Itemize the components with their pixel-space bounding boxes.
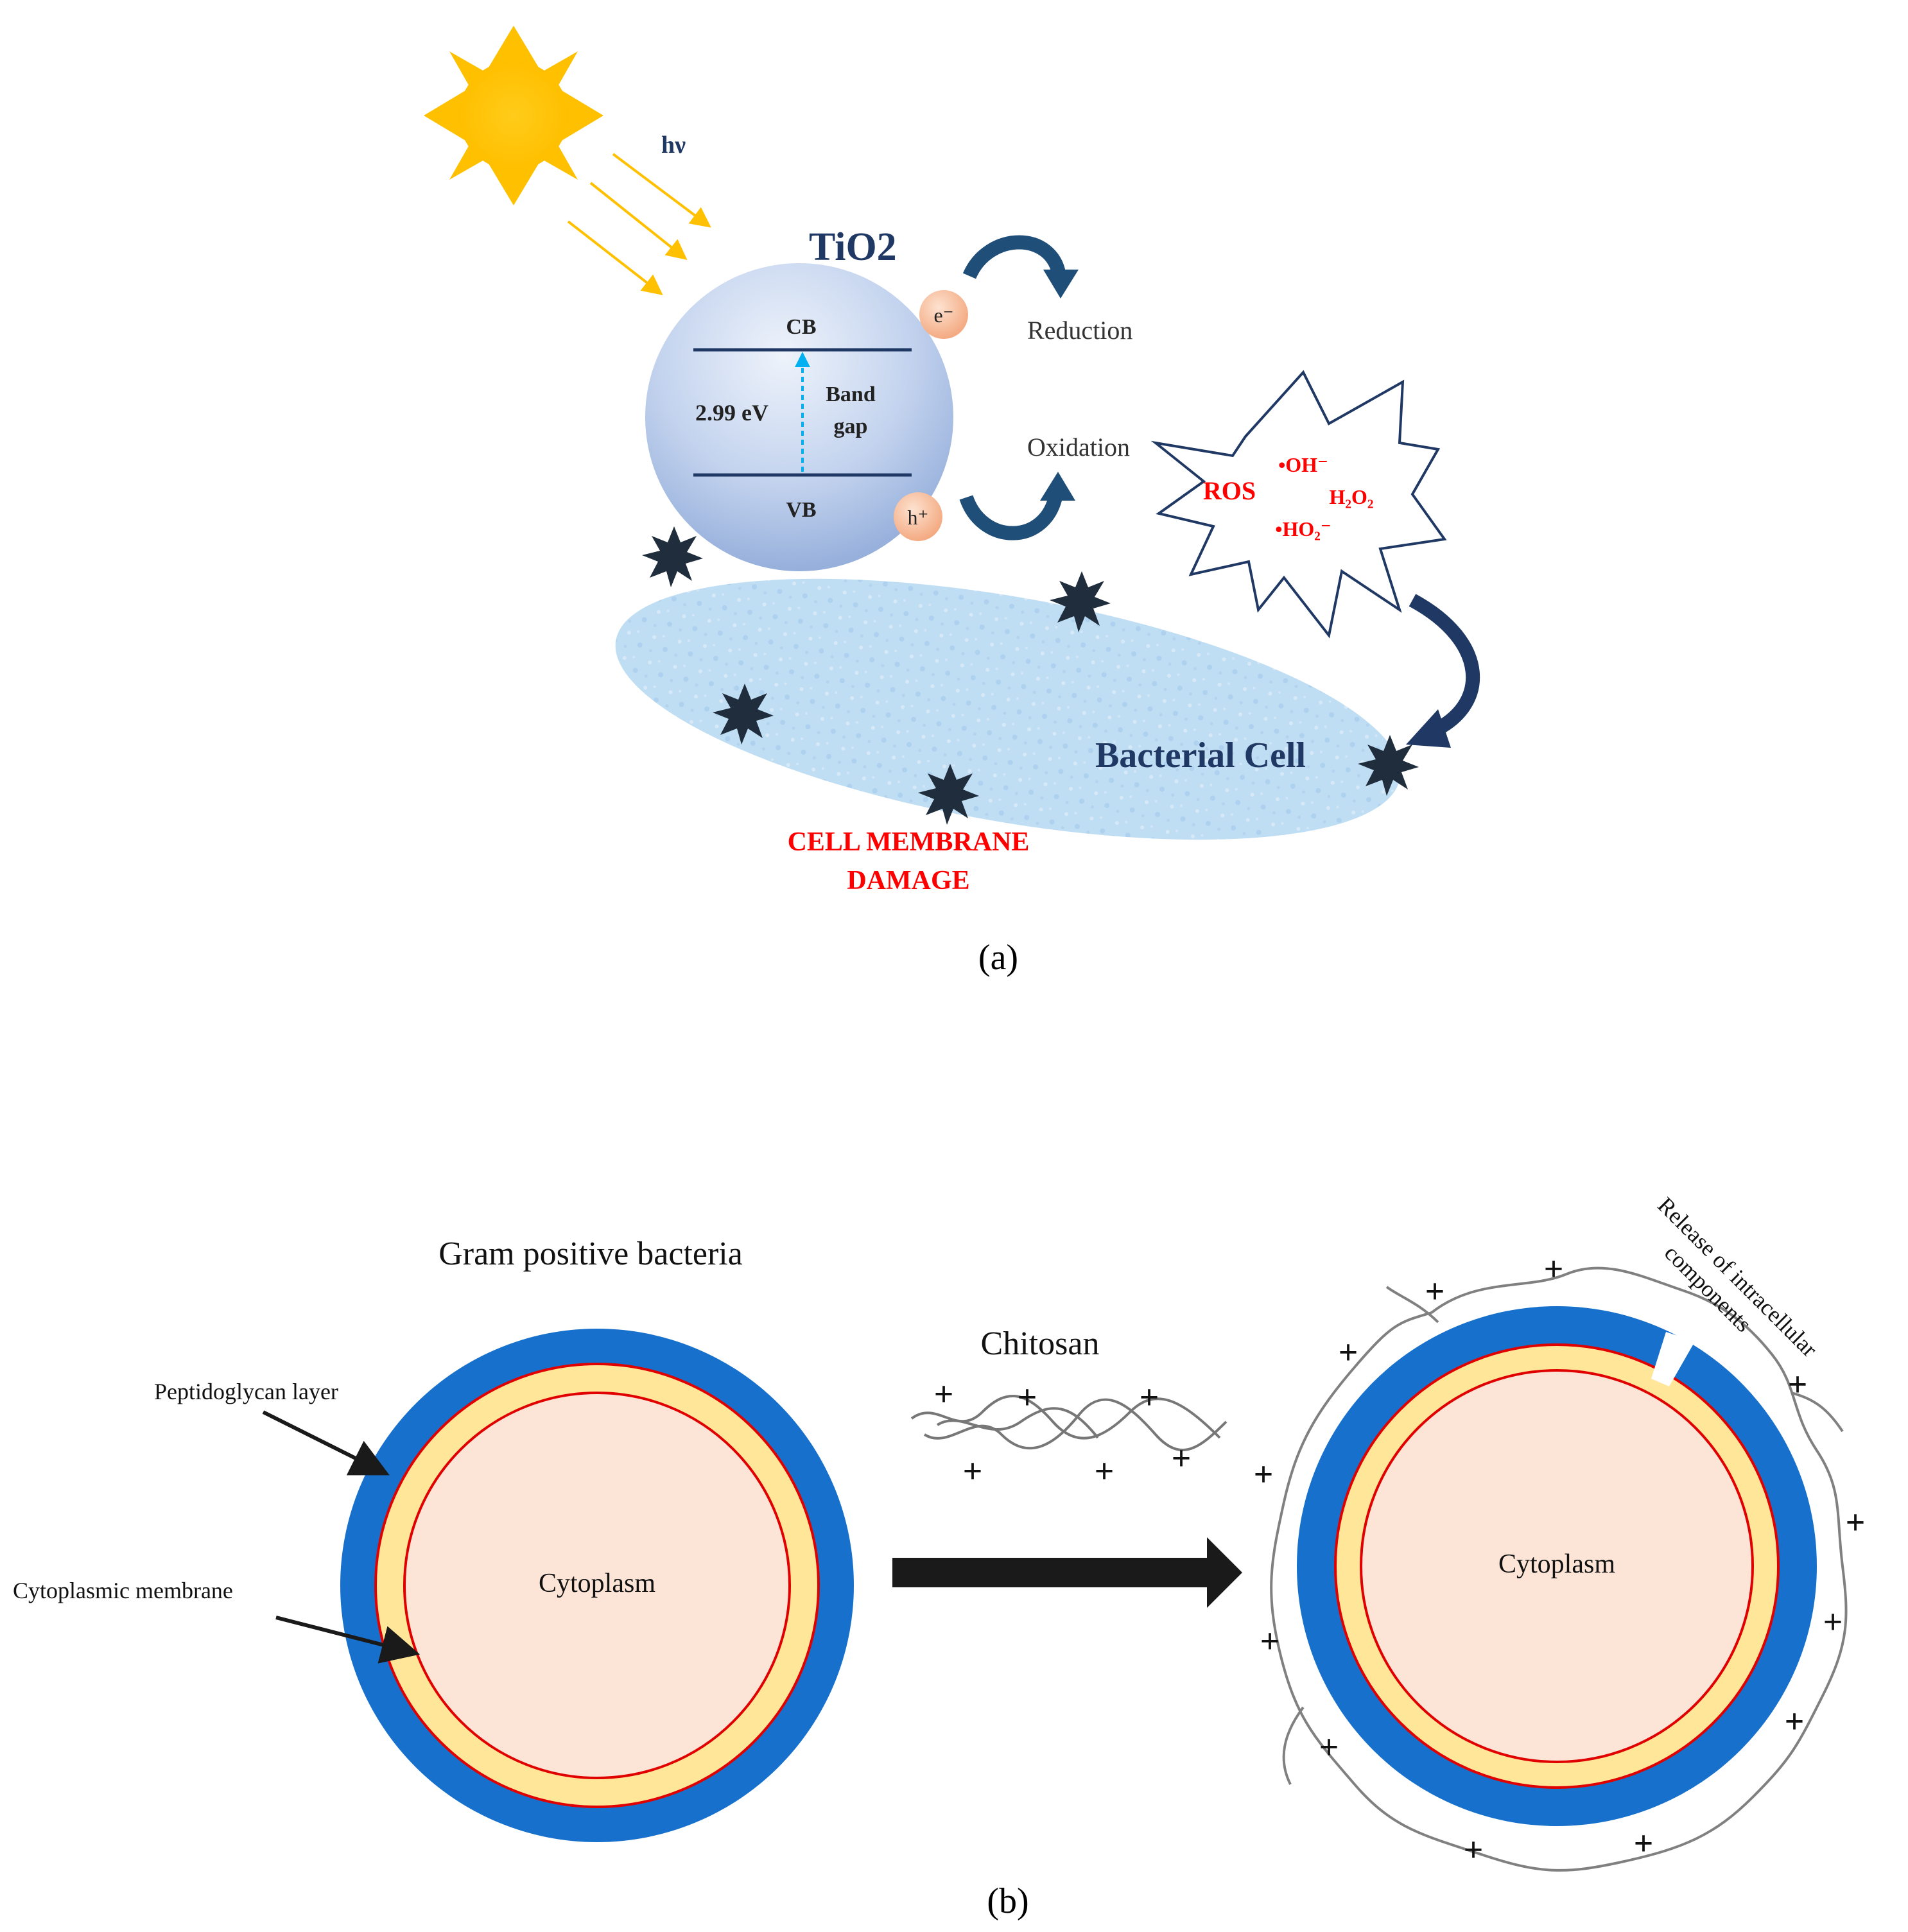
reduction-label: Reduction [1027, 316, 1132, 345]
reduction-arrow [962, 235, 1079, 298]
oxidation-arrow [959, 472, 1075, 540]
chitosan-polymer [910, 1395, 1227, 1451]
sun-icon [424, 26, 603, 205]
plus-icon: + [1095, 1452, 1114, 1490]
caption-a: (a) [978, 938, 1018, 978]
plus-icon: + [1172, 1439, 1192, 1478]
plus-icon: + [1254, 1455, 1274, 1494]
band-gap-line1: Band [826, 383, 876, 406]
particle-label: TiO2 [809, 225, 897, 269]
membrane-rupture [1651, 1332, 1695, 1386]
plus-icon: + [934, 1375, 954, 1413]
band-gap-line2: gap [834, 415, 868, 438]
plus-icon: + [963, 1452, 983, 1490]
process-arrow [892, 1537, 1242, 1608]
vb-label: VB [786, 498, 816, 522]
plus-icon: + [1544, 1250, 1564, 1288]
oxidation-label: Oxidation [1027, 433, 1130, 461]
peptidoglycan-pointer [262, 1410, 390, 1476]
light-rays [567, 153, 711, 295]
peptidoglycan-label: Peptidoglycan layer [154, 1379, 338, 1404]
chitosan-coating [1270, 1266, 1848, 1872]
damage-star-icon [918, 764, 979, 825]
cytoplasm-left-label: Cytoplasm [539, 1569, 655, 1598]
hole-label: h⁺ [908, 506, 929, 529]
damage-star-icon [1358, 735, 1419, 796]
plus-icon: + [1785, 1702, 1805, 1741]
membrane-pointer [275, 1616, 421, 1664]
ros-burst [1150, 370, 1447, 639]
membrane-label: Cytoplasmic membrane [13, 1578, 233, 1603]
ros-oh: •OH⁻ [1278, 453, 1328, 476]
damage-line1: CELL MEMBRANE [788, 827, 1030, 857]
ros-ho2: •HO₂⁻ [1275, 517, 1331, 540]
damage-marks [642, 526, 1419, 825]
panel-b-title: Gram positive bacteria [438, 1236, 743, 1272]
plus-icon: + [1464, 1831, 1484, 1869]
damage-star-icon [642, 526, 703, 587]
plus-icon: + [1319, 1728, 1339, 1766]
plus-icon: + [1788, 1365, 1808, 1404]
electron-icon [919, 290, 968, 339]
plus-icon: + [1339, 1333, 1358, 1372]
plus-icon: + [1260, 1622, 1280, 1660]
coating-charges: + + + + + + + + + + + + [1254, 1250, 1866, 1869]
caption-b: (b) [987, 1881, 1028, 1921]
light-label: hν [661, 132, 686, 159]
cb-label: CB [786, 315, 816, 339]
damage-star-icon [1050, 571, 1111, 632]
electron-label: e⁻ [933, 304, 953, 327]
band-energy: 2.99 eV [695, 400, 768, 426]
damage-star-icon [713, 684, 774, 745]
tio2-particle [645, 263, 953, 571]
hole-icon [894, 492, 942, 541]
panel-b: Gram positive bacteria Cytoplasm Peptido… [13, 1192, 1865, 1921]
cell-label: Bacterial Cell [1095, 736, 1306, 775]
ros-h2o2: H₂O₂ [1330, 485, 1374, 508]
plus-icon: + [1634, 1824, 1654, 1863]
panel-a: hν TiO2 CB VB 2.99 eV Band gap e⁻ h⁺ Red… [424, 26, 1480, 978]
plus-icon: + [1823, 1603, 1843, 1641]
bacterial-cell [615, 578, 1401, 840]
chitosan-label: Chitosan [981, 1325, 1100, 1362]
plus-icon: + [1425, 1272, 1445, 1311]
chitosan-charges: + + + + + + [934, 1375, 1192, 1490]
plus-icon: + [1018, 1378, 1037, 1417]
damage-line2: DAMAGE [847, 866, 969, 895]
plus-icon: + [1140, 1378, 1159, 1417]
cytoplasm-right-label: Cytoplasm [1498, 1549, 1615, 1579]
ros-attack-arrow [1406, 594, 1480, 748]
plus-icon: + [1846, 1503, 1866, 1542]
ros-label: ROS [1203, 476, 1256, 505]
bacterium-damaged [1297, 1306, 1817, 1826]
bacterium-intact [340, 1329, 854, 1842]
